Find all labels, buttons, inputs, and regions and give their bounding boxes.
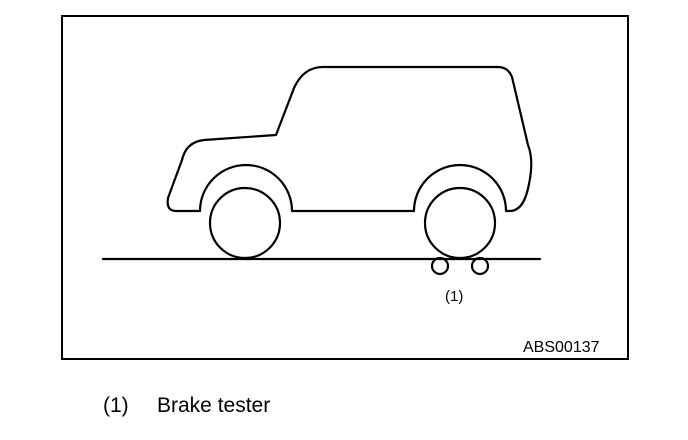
front-wheel [208,186,282,260]
tester-roller-left [430,256,450,276]
figure-code: ABS00137 [523,339,600,356]
callout-label: (1) [445,288,464,305]
rear-wheel [423,186,497,260]
car-body-outline [166,65,533,213]
legend-item-number: (1) [103,394,129,417]
legend: (1) Brake tester [103,393,270,419]
figure-frame [61,15,629,360]
tester-roller-right [470,256,490,276]
legend-item-label: Brake tester [157,394,271,417]
